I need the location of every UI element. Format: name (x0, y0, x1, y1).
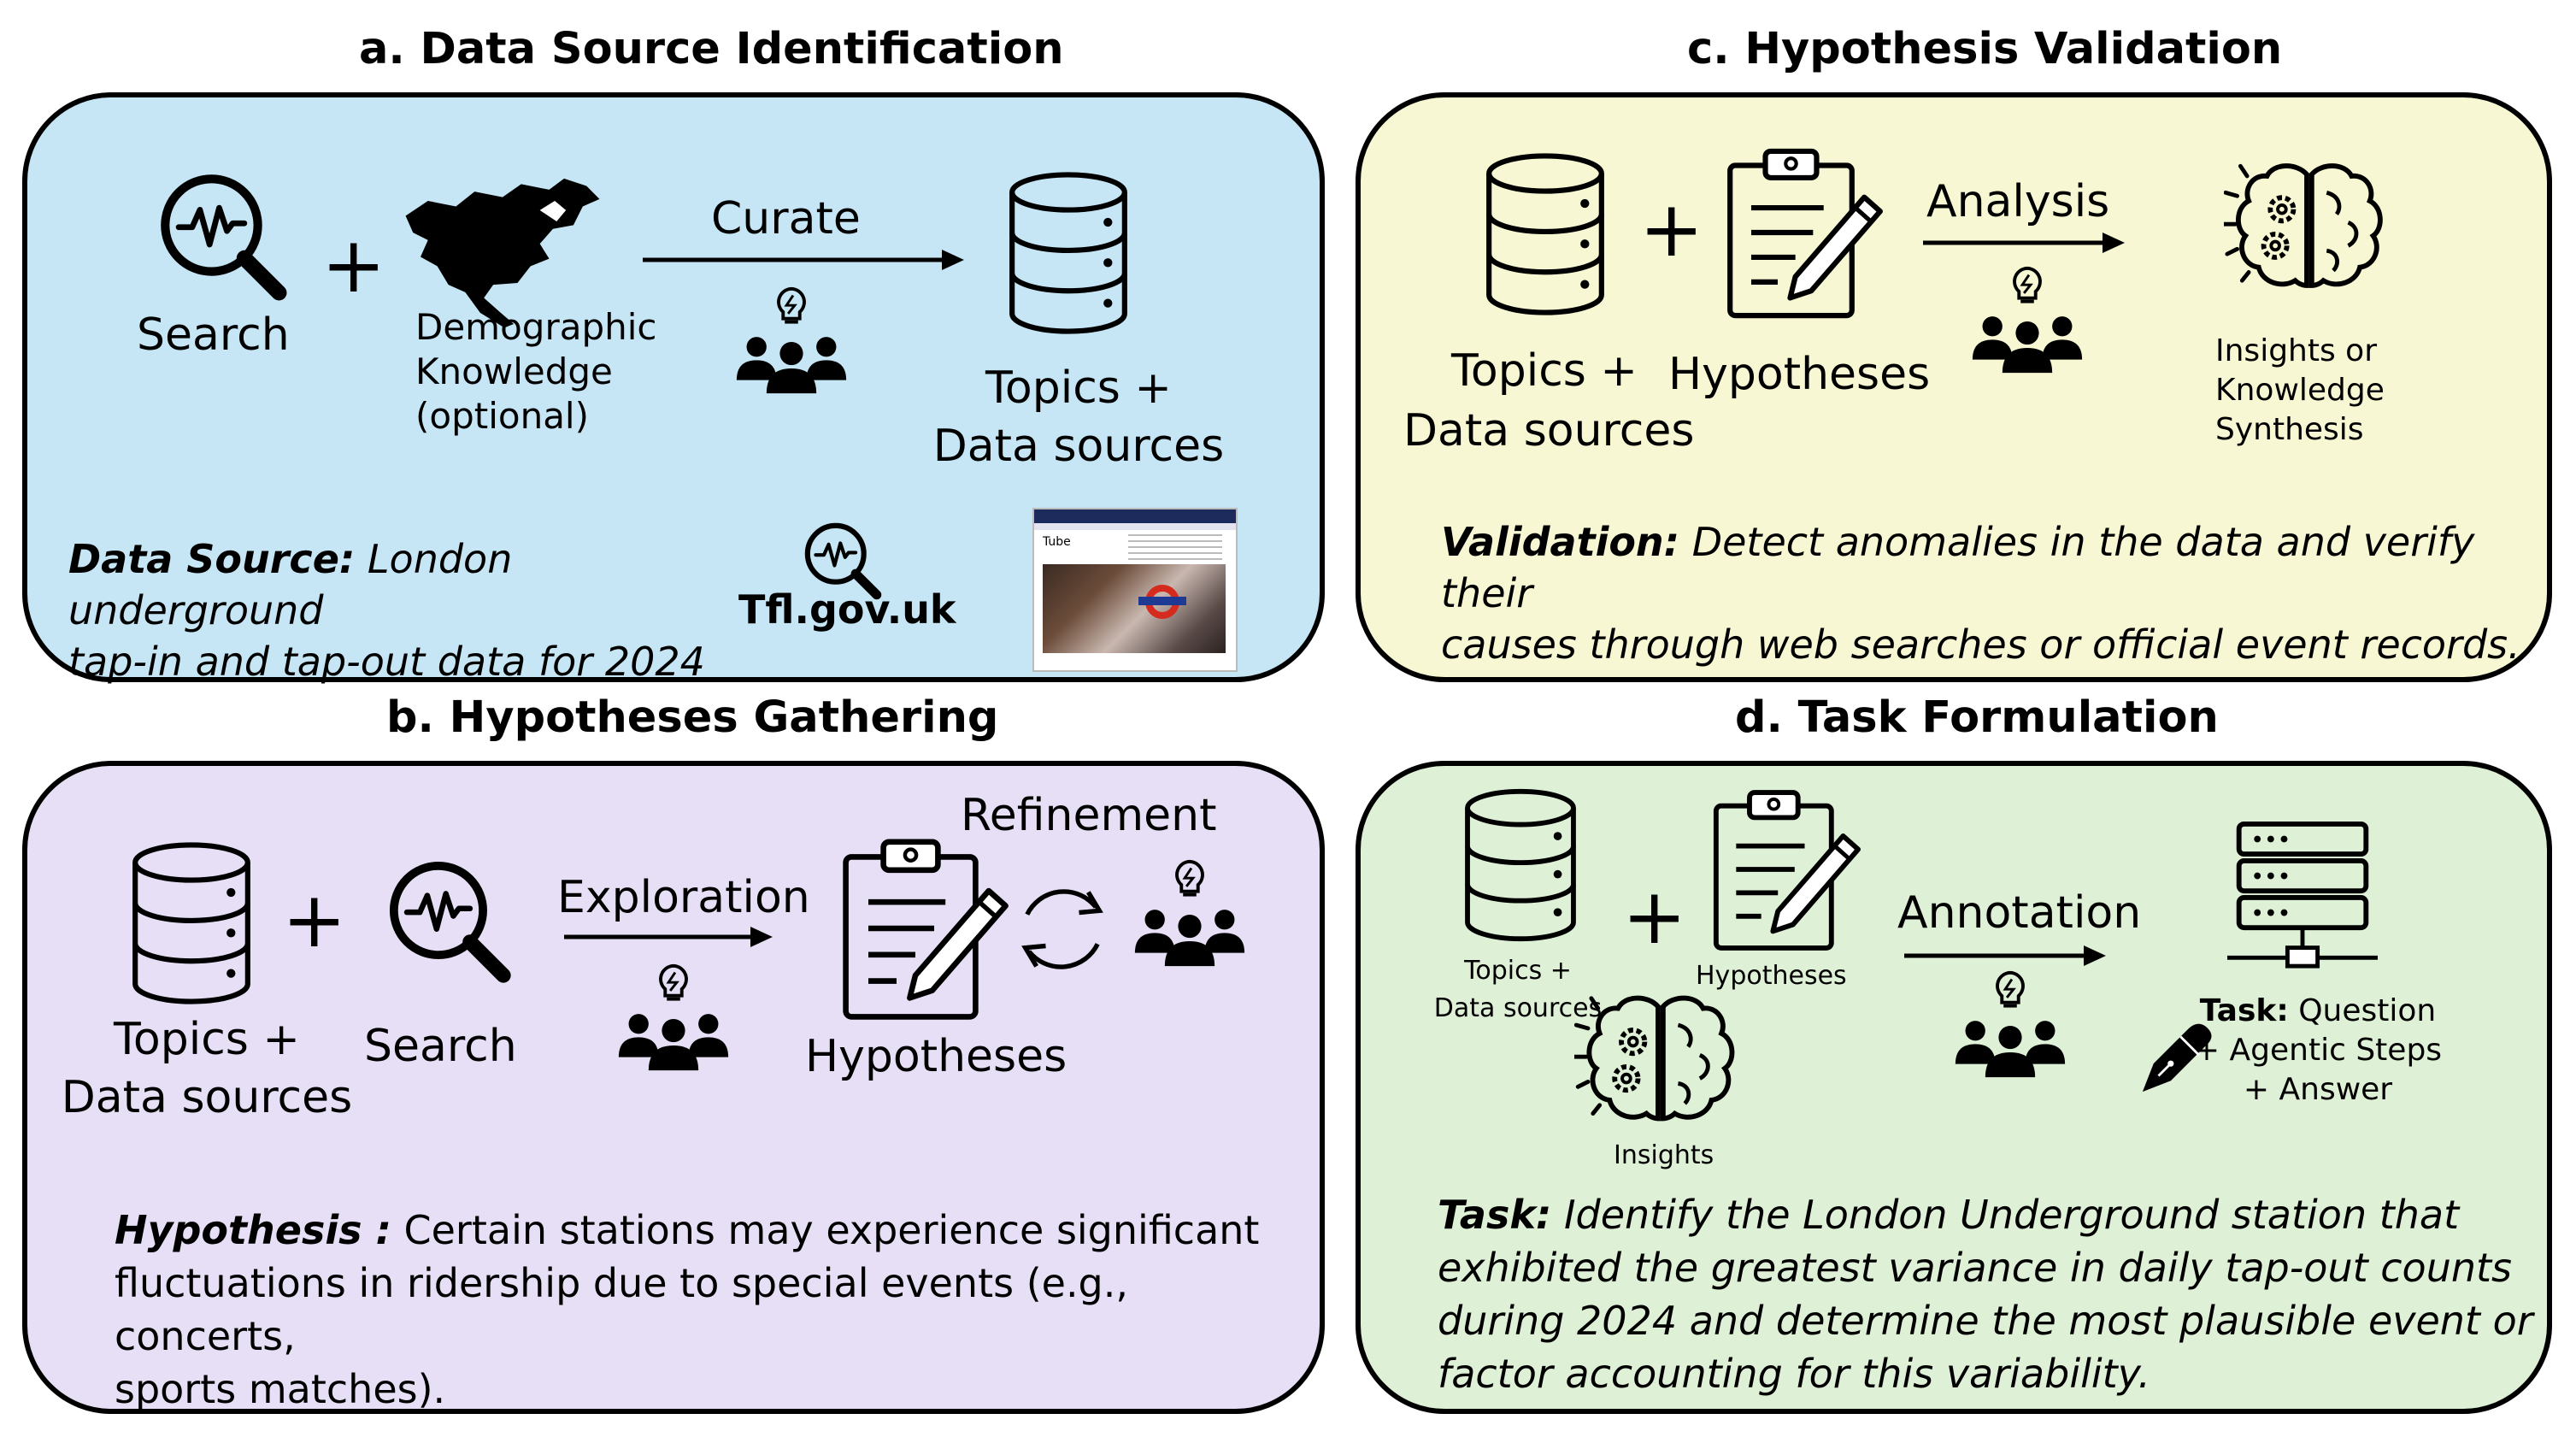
data-source-description: Data Source: London underground tap-in a… (68, 533, 769, 687)
task-label: Task: (1438, 1192, 1552, 1238)
plus-sign: + (1622, 872, 1687, 962)
topics-label-2: Data sources (932, 421, 1225, 472)
server-icon (2227, 821, 2378, 971)
browser-text-block (1128, 530, 1222, 561)
team-idea-icon (1132, 855, 1248, 971)
roundel-bar (1138, 597, 1186, 605)
analysis-label: Analysis (1926, 176, 2110, 227)
hypothesis-text-3: sports matches). (115, 1366, 446, 1412)
panel-c-title: c. Hypothesis Validation (1687, 24, 2283, 74)
hypothesis-text-1: Certain stations may experience signific… (391, 1207, 1260, 1253)
topics-label-1: Topics + (114, 1014, 300, 1065)
data-source-text-2: tap-in and tap-out data for 2024 (68, 639, 705, 685)
hypotheses-label: Hypotheses (1668, 349, 1931, 400)
clipboard-pencil-icon (1711, 785, 1861, 954)
topics-label-2: Data sources (61, 1072, 353, 1123)
panel-c: + Topics + Data sources Hypotheses Analy… (1356, 92, 2552, 682)
curate-label: Curate (711, 193, 861, 244)
panel-a: Search + Demographic Knowledge (optional… (22, 92, 1325, 685)
demographic-label-1: Demographic (415, 306, 657, 348)
arrow-icon (1904, 945, 2106, 966)
validation-text-2: causes through web searches or official … (1441, 621, 2520, 668)
hypothesis-label: Hypothesis : (115, 1207, 391, 1253)
panel-a-title: a. Data Source Identification (359, 24, 1064, 74)
insights-label-3: Synthesis (2215, 412, 2364, 447)
topics-label-2: Data sources (1403, 405, 1695, 456)
arrow-icon (564, 927, 773, 947)
database-icon (1007, 169, 1130, 337)
refresh-cycle-icon (1007, 874, 1118, 985)
validation-description: Validation: Detect anomalies in the data… (1441, 516, 2535, 670)
team-idea-icon (733, 282, 850, 398)
task-output-rest: Question (2288, 993, 2437, 1028)
arrow-icon (643, 250, 964, 270)
hypotheses-label: Hypotheses (805, 1031, 1067, 1082)
task-text-2: exhibited the greatest variance in daily… (1438, 1245, 2513, 1291)
clipboard-pencil-icon (1725, 144, 1884, 321)
team-idea-icon (615, 959, 732, 1075)
team-idea-icon (1952, 966, 2068, 1082)
panel-d-title: d. Task Formulation (1735, 692, 2219, 743)
plus-sign: + (321, 221, 386, 310)
search-icon (156, 169, 291, 304)
search-icon (385, 857, 515, 987)
topics-label-2: Data sources (1433, 993, 1603, 1023)
team-idea-icon (1969, 262, 2085, 378)
search-label: Search (364, 1021, 517, 1072)
task-description: Task: Identify the London Underground st… (1438, 1188, 2540, 1400)
data-source-text-1: London underground (68, 536, 513, 633)
task-output-bold: Task: (2199, 993, 2289, 1028)
task-output-line-3: + Answer (2243, 1072, 2393, 1107)
validation-label: Validation: (1441, 519, 1680, 565)
topics-label-1: Topics + (985, 362, 1172, 414)
database-icon (1484, 150, 1607, 318)
tfl-website-screenshot: Tube (1032, 508, 1238, 672)
database-icon (1460, 786, 1581, 944)
task-text-3: during 2024 and determine the most plaus… (1438, 1298, 2533, 1344)
hypotheses-label: Hypotheses (1696, 961, 1847, 991)
browser-top-bar (1034, 509, 1236, 523)
insights-label-1: Insights or (2215, 333, 2377, 368)
brain-gears-icon (1574, 992, 1742, 1134)
hypothesis-description: Hypothesis : Certain stations may experi… (115, 1204, 1294, 1416)
demographic-label-3: (optional) (415, 395, 589, 437)
search-label: Search (137, 309, 290, 361)
task-output-line-2: + Agentic Steps (2193, 1033, 2443, 1068)
topics-label-1: Topics + (1451, 345, 1638, 397)
panel-b: + Topics + Data sources Search Explorati… (22, 761, 1325, 1414)
brain-gears-icon (2224, 159, 2390, 301)
exploration-label: Exploration (557, 872, 810, 923)
validation-text-1: Detect anomalies in the data and verify … (1441, 519, 2475, 616)
browser-heading: Tube (1043, 535, 1071, 549)
browser-photo (1043, 564, 1226, 653)
task-text-4: factor accounting for this variability. (1438, 1351, 2150, 1397)
insights-label: Insights (1614, 1140, 1714, 1170)
topics-label-1: Topics + (1464, 956, 1572, 986)
demographic-label-2: Knowledge (415, 350, 613, 392)
insights-label-2: Knowledge (2215, 373, 2385, 408)
task-text-1: Identify the London Underground station … (1551, 1192, 2460, 1238)
data-source-label: Data Source: (68, 536, 356, 582)
plus-sign: + (1639, 185, 1704, 274)
hypothesis-text-2: fluctuations in ridership due to special… (115, 1260, 1129, 1359)
plus-sign: + (282, 875, 347, 965)
refinement-label: Refinement (961, 790, 1217, 841)
task-output-line-1: Task: Question (2181, 993, 2455, 1028)
panel-d: Topics + Data sources + Hypotheses Insig… (1356, 761, 2552, 1414)
browser-nav-bar (1034, 523, 1236, 530)
arrow-icon (1923, 233, 2125, 253)
annotation-label: Annotation (1897, 887, 2142, 939)
clipboard-pencil-icon (839, 834, 1010, 1022)
panel-b-title: b. Hypotheses Gathering (386, 692, 999, 743)
database-icon (130, 839, 253, 1007)
tfl-site-label: Tfl.gov.uk (738, 586, 956, 633)
